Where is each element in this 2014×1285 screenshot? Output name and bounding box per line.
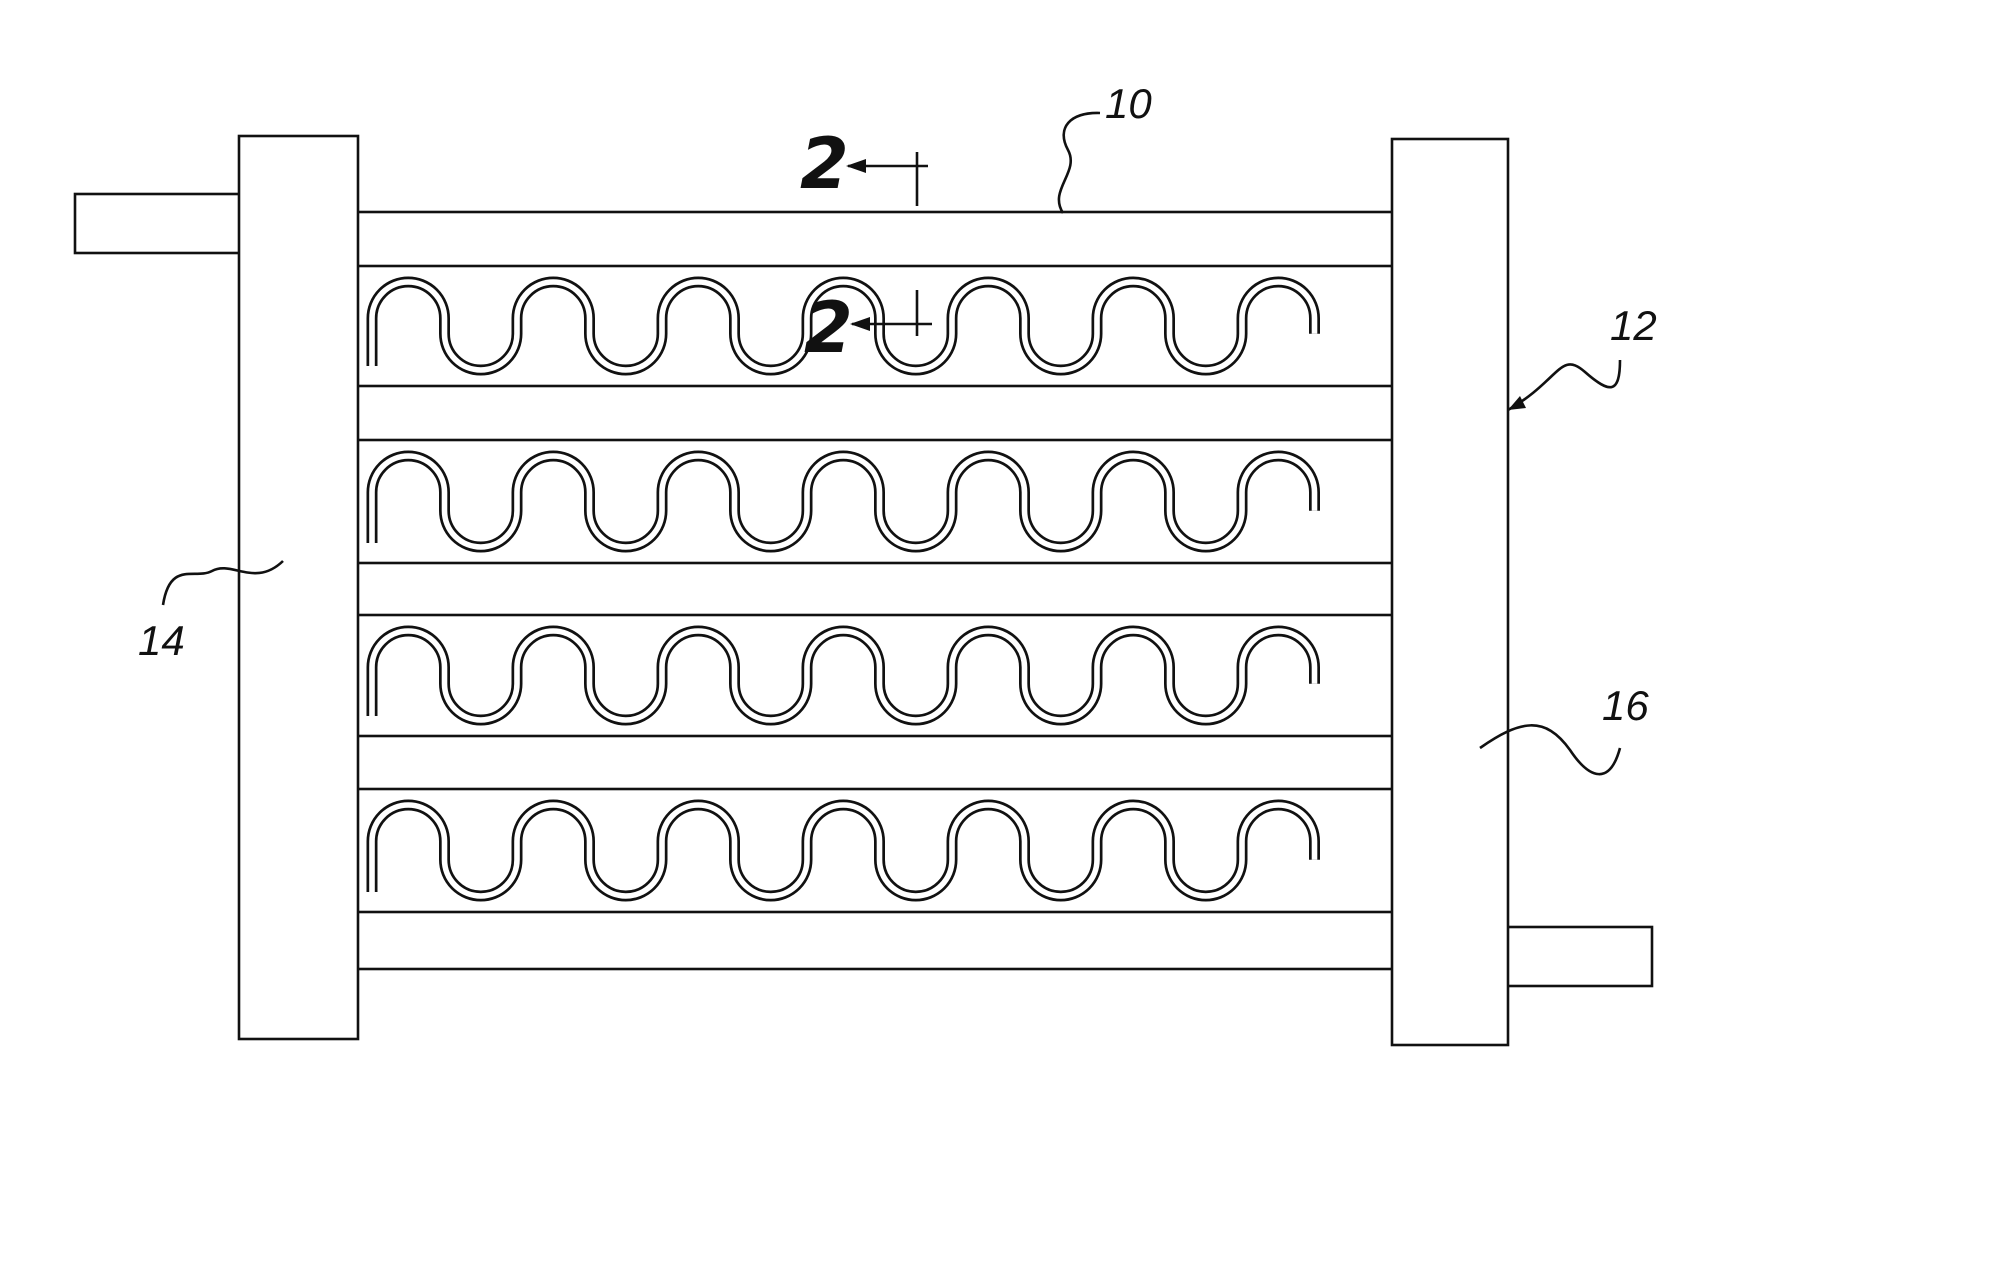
corrugated-fin [372,805,1315,896]
arrowhead-bottom [850,317,870,331]
arrowhead-top [846,159,866,173]
corrugated-fin [372,631,1315,720]
ref-numeral-14: 14 [138,617,185,664]
ref-numeral-12: 12 [1610,302,1657,349]
left-header-tank [239,136,358,1039]
leader-10 [1059,113,1100,213]
leader-12 [1508,360,1620,410]
tube [356,212,1393,266]
tube [356,736,1393,789]
right-header-tank [1392,139,1508,1045]
tube [356,912,1393,969]
outlet-pipe [1497,927,1652,986]
section-label-bottom: 2 [804,287,853,369]
ref-numeral-10: 10 [1105,80,1152,127]
inlet-pipe [75,194,242,253]
arrowhead-12 [1508,396,1526,410]
tube [356,386,1393,440]
ref-numeral-16: 16 [1602,682,1649,729]
corrugated-fin [372,456,1315,547]
tube [356,563,1393,615]
section-label-top: 2 [800,123,849,205]
